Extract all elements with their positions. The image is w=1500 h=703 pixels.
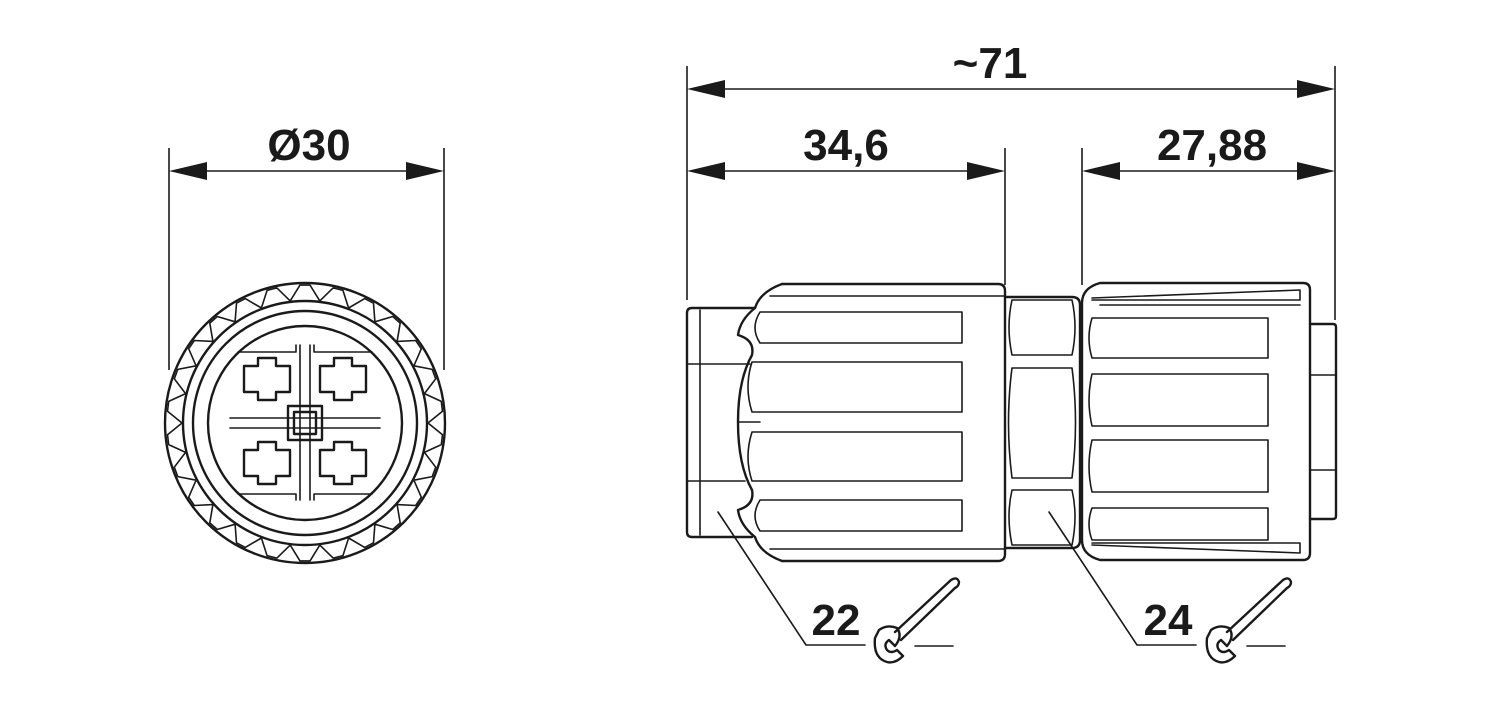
diameter-arrow-right — [406, 162, 444, 180]
wrench-size-rear: 24 — [1144, 596, 1193, 645]
front-arrow-right — [967, 162, 1005, 180]
outer-ring — [163, 281, 447, 565]
inner-ring-2 — [191, 309, 419, 537]
contact-bottom-left — [242, 440, 292, 486]
front-arrow-left — [687, 162, 725, 180]
inner-ring-1 — [181, 299, 429, 547]
insert-web — [229, 344, 381, 501]
diameter-arrow-left — [169, 162, 207, 180]
overall-arrow-left — [687, 80, 725, 98]
side-view: ~71 34,6 27,88 — [685, 39, 1338, 664]
rear-coupling-nut — [1080, 281, 1312, 562]
overall-arrow-right — [1297, 80, 1335, 98]
overall-length-label: ~71 — [953, 39, 1028, 88]
rear-arrow-left — [1082, 162, 1120, 180]
contact-top-left — [242, 356, 292, 402]
front-view: Ø30 — [163, 121, 447, 565]
wrench-icon — [1205, 577, 1293, 664]
diameter-label: Ø30 — [267, 121, 350, 170]
contact-center — [286, 404, 324, 442]
front-sleeve — [685, 306, 757, 539]
rear-length-label: 27,88 — [1157, 121, 1267, 170]
contact-top-right — [318, 356, 368, 402]
leader-front — [717, 511, 866, 646]
wrench-icon — [873, 577, 961, 664]
hex-body — [1003, 295, 1082, 550]
insert-face — [206, 324, 404, 522]
front-coupling-nut — [736, 282, 1007, 563]
cable-outlet — [1308, 322, 1338, 521]
contact-bottom-right — [318, 440, 368, 486]
insert-web-edges — [237, 344, 373, 501]
leader-rear — [1048, 511, 1197, 646]
front-length-label: 34,6 — [803, 121, 889, 170]
rear-arrow-right — [1297, 162, 1335, 180]
wrench-size-front: 22 — [812, 596, 861, 645]
